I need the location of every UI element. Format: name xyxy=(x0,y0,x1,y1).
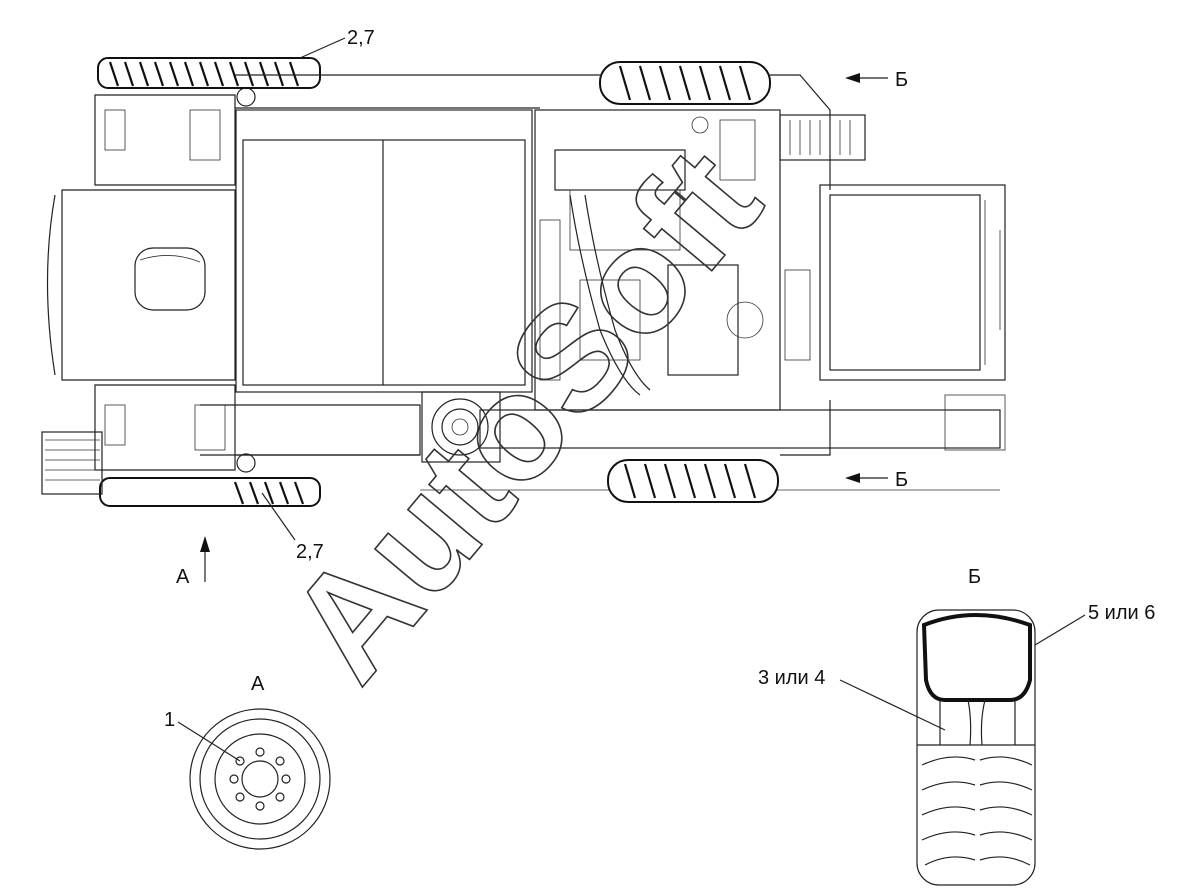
arrow-b-top-label: Б xyxy=(895,69,908,91)
arrow-a-label: А xyxy=(176,566,190,588)
view-a-callout: 1 xyxy=(164,709,175,731)
watermark-text: AutoSoft xyxy=(256,118,792,711)
reel-wheel xyxy=(41,431,103,495)
arrow-b-bottom-label: Б xyxy=(895,469,908,491)
view-b-tread xyxy=(921,756,1033,866)
callout-label-top: 2,7 xyxy=(347,27,375,49)
view-arrow-a: А xyxy=(176,536,210,588)
frame-rails xyxy=(200,74,1001,491)
rear-tire-top xyxy=(599,61,771,105)
view-b-callout-right: 5 или 6 xyxy=(1088,602,1155,624)
machine-top-view xyxy=(41,57,1006,507)
view-b-title: Б xyxy=(968,566,981,588)
wheel-bolts xyxy=(229,747,291,811)
rear-platform xyxy=(784,184,1006,451)
ladder-steps xyxy=(779,114,866,161)
callout-bottom-left: 2,7 xyxy=(261,492,324,563)
view-arrow-b-bottom: Б xyxy=(845,469,908,491)
grain-bin xyxy=(235,109,533,393)
callout-label-bottom: 2,7 xyxy=(296,541,324,563)
front-left-tire xyxy=(97,57,321,89)
rear-tire-bottom xyxy=(607,459,779,503)
view-b-tire: Б 3 или 4 5 или 6 xyxy=(758,566,1155,886)
front-right-tire xyxy=(99,477,321,507)
view-b-callout-left: 3 или 4 xyxy=(758,667,825,689)
engine-compartment xyxy=(534,109,781,411)
view-a-wheel: А 1 xyxy=(164,673,331,850)
view-arrow-b-top: Б xyxy=(845,69,908,91)
unloading-auger-head xyxy=(421,391,501,463)
callout-top-left: 2,7 xyxy=(299,27,375,59)
view-a-title: А xyxy=(251,673,265,695)
cab-block xyxy=(46,87,256,473)
